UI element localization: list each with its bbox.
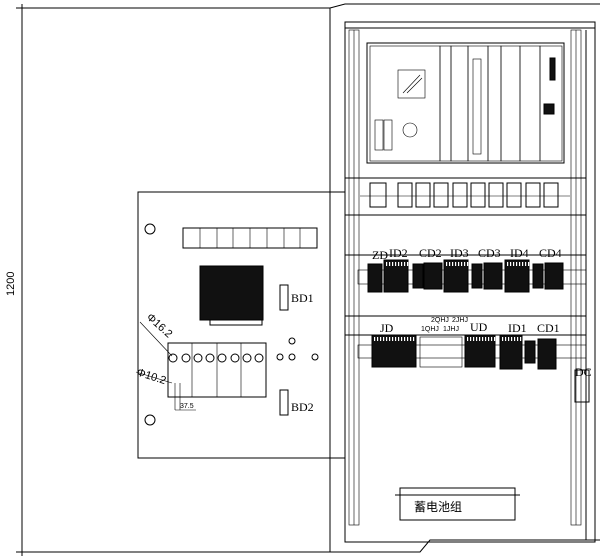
terminal-tick: [386, 337, 388, 341]
terminal-tick: [470, 337, 472, 341]
spacing-dimension: 37.5: [180, 403, 194, 410]
terminal-tick: [392, 337, 394, 341]
label-id4: ID4: [510, 246, 529, 260]
terminal-tick: [473, 337, 475, 341]
terminal-tick: [494, 337, 496, 341]
terminal-tick: [398, 337, 400, 341]
label-1qhj: 1QHJ: [421, 326, 439, 333]
terminal-tick: [401, 337, 403, 341]
label-id1: ID1: [508, 321, 527, 335]
label-jd: JD: [380, 321, 394, 335]
terminal-tick: [502, 337, 504, 341]
terminal-tick: [410, 337, 412, 341]
terminal-tick: [461, 262, 463, 266]
label-cd4: CD4: [539, 246, 562, 260]
terminal-tick: [513, 262, 515, 266]
terminal-tick: [528, 262, 530, 266]
terminal-tick: [407, 337, 409, 341]
terminal-tick: [479, 337, 481, 341]
terminal-tick: [458, 262, 460, 266]
terminal-tick: [407, 262, 409, 266]
label-ud: UD: [470, 320, 488, 334]
label-id2: ID2: [389, 246, 408, 260]
terminal-tick: [386, 262, 388, 266]
battery-label: 蓄电池组: [414, 500, 462, 514]
terminal-box-row: [345, 177, 586, 216]
terminal-tick: [482, 337, 484, 341]
terminal-tick: [491, 337, 493, 341]
terminal-tick: [522, 262, 524, 266]
door-panel: BD1 BD2 Φ16.2 Φ10.2 37.5: [135, 191, 346, 459]
terminal-tick: [516, 262, 518, 266]
terminal-tick: [395, 337, 397, 341]
label-dc: DC: [575, 365, 592, 379]
label-zd: ZD: [372, 248, 388, 262]
terminal-tick: [485, 337, 487, 341]
protection-device-chassis: [366, 42, 565, 164]
terminal-tick: [389, 337, 391, 341]
terminal-tick: [446, 262, 448, 266]
terminal-tick: [467, 262, 469, 266]
terminal-tick: [464, 262, 466, 266]
terminal-tick: [452, 262, 454, 266]
terminal-tick: [511, 337, 513, 341]
terminal-tick: [519, 262, 521, 266]
terminal-tick: [380, 337, 382, 341]
terminal-tick: [476, 337, 478, 341]
lower-din-rail: JD 1QHJ 2QHJ 1JHJ 2JHJ UD ID1 CD1 DC: [345, 315, 592, 403]
label-cd3: CD3: [478, 246, 501, 260]
terminal-tick: [383, 337, 385, 341]
label-2qhj: 2QHJ: [431, 317, 449, 324]
terminal-tick: [488, 337, 490, 341]
label-2jhj: 2JHJ: [452, 317, 468, 324]
terminal-tick: [455, 262, 457, 266]
height-dimension: 1200: [5, 4, 330, 556]
terminal-tick: [520, 337, 522, 341]
label-1jhj: 1JHJ: [443, 326, 459, 333]
terminal-tick: [401, 262, 403, 266]
hole-small-dimension: Φ10.2: [135, 366, 167, 387]
terminal-tick: [525, 262, 527, 266]
terminal-tick: [377, 337, 379, 341]
terminal-tick: [374, 337, 376, 341]
label-cd2: CD2: [419, 246, 442, 260]
terminal-tick: [517, 337, 519, 341]
terminal-tick: [507, 262, 509, 266]
terminal-tick: [398, 262, 400, 266]
hole-large-dimension: Φ16.2: [144, 311, 174, 340]
terminal-tick: [467, 337, 469, 341]
terminal-tick: [392, 262, 394, 266]
terminal-tick: [514, 337, 516, 341]
label-bd1: BD1: [291, 291, 314, 305]
terminal-tick: [505, 337, 507, 341]
label-id3: ID3: [450, 246, 469, 260]
terminal-tick: [404, 262, 406, 266]
terminal-tick: [404, 337, 406, 341]
cabinet-frame: [329, 3, 600, 553]
terminal-tick: [389, 262, 391, 266]
label-cd1: CD1: [537, 321, 560, 335]
terminal-tick: [508, 337, 510, 341]
height-dimension-label: 1200: [5, 272, 17, 296]
terminal-tick: [449, 262, 451, 266]
terminal-tick: [395, 262, 397, 266]
terminal-tick: [413, 337, 415, 341]
label-bd2: BD2: [291, 400, 314, 414]
upper-din-rail: ZD ID2 CD2 ID3 CD3 ID4 CD4: [345, 246, 587, 293]
terminal-tick: [510, 262, 512, 266]
battery-pack: 蓄电池组: [395, 487, 520, 521]
